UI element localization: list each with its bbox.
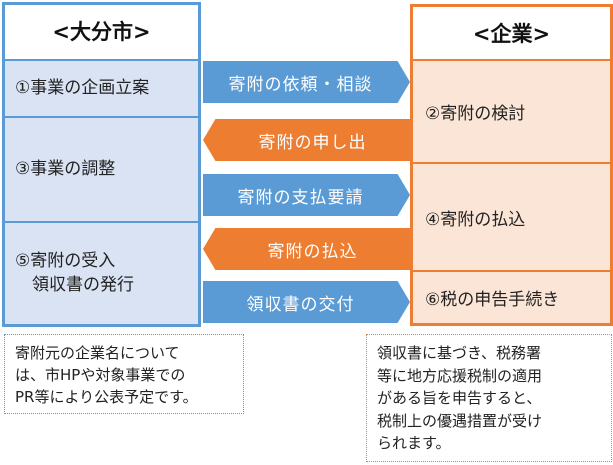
city-note-line-3: PR等により公表予定です。 bbox=[15, 387, 198, 406]
company-note: 領収書に基づき、税務署 等に地方応援税制の適用 がある旨を申告すると、 税制上の… bbox=[366, 334, 612, 462]
company-step-6: ⑥税の申告手続き bbox=[413, 270, 610, 323]
arrow-donation-payment: 寄附の払込 bbox=[203, 228, 410, 270]
company-note-line-3: がある旨を申告すると、 bbox=[377, 389, 542, 407]
arrow-request-consult-label: 寄附の依頼・相談 bbox=[228, 74, 373, 95]
city-note-line-1: 寄附元の企業名について bbox=[15, 344, 180, 362]
city-step-5-line-2: 領収書の発行 bbox=[15, 274, 134, 295]
company-note-line-2: 等に地方応援税制の適用 bbox=[377, 366, 543, 385]
city-step-5: ⑤寄附の受入 領収書の発行 bbox=[5, 221, 198, 324]
arrow-receipt-delivery-label: 領収書の交付 bbox=[246, 294, 355, 315]
company-step-4-label: ④寄附の払込 bbox=[425, 209, 526, 230]
company-step-2-label: ②寄附の検討 bbox=[425, 104, 526, 124]
city-step-1-label: ①事業の企画立案 bbox=[15, 77, 150, 98]
company-column-frame bbox=[410, 4, 613, 326]
city-step-5-line-1: ⑤寄附の受入 bbox=[15, 250, 116, 271]
city-step-1: ①事業の企画立案 bbox=[5, 59, 198, 116]
arrow-payment-request: 寄附の支払要請 bbox=[203, 174, 410, 216]
company-step-6-label: ⑥税の申告手続き bbox=[425, 290, 560, 310]
arrow-donation-offer: 寄附の申し出 bbox=[203, 119, 410, 161]
company-step-2: ②寄附の検討 bbox=[413, 59, 610, 162]
city-note-line-2: は、市HPや対象事業での bbox=[15, 365, 186, 384]
city-note: 寄附元の企業名について は、市HPや対象事業での PR等により公表予定です。 bbox=[4, 334, 244, 414]
city-step-3-label: ③事業の調整 bbox=[15, 158, 116, 179]
company-note-line-1: 領収書に基づき、税務署 bbox=[377, 344, 541, 362]
city-step-3: ③事業の調整 bbox=[5, 116, 198, 221]
company-column-title: <企業> bbox=[413, 7, 610, 59]
arrow-request-consult: 寄附の依頼・相談 bbox=[203, 61, 410, 103]
arrow-receipt-delivery: 領収書の交付 bbox=[203, 281, 410, 323]
company-step-4: ④寄附の払込 bbox=[413, 162, 610, 270]
company-note-line-4: 税制上の優遇措置が受け bbox=[377, 411, 543, 430]
company-note-line-5: られます。 bbox=[377, 434, 451, 452]
city-column-frame bbox=[2, 2, 201, 327]
arrow-payment-request-label: 寄附の支払要請 bbox=[237, 187, 364, 208]
arrow-donation-payment-label: 寄附の払込 bbox=[267, 241, 358, 262]
city-column-title: <大分市> bbox=[5, 5, 198, 57]
arrow-donation-offer-label: 寄附の申し出 bbox=[258, 132, 367, 153]
